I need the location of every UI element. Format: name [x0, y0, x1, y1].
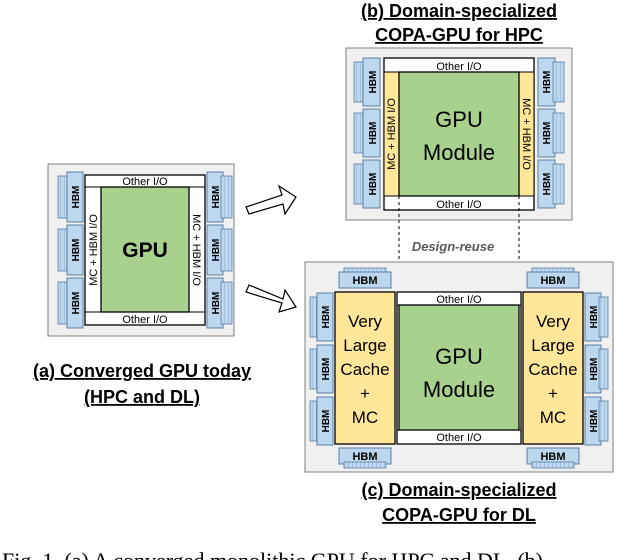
hbm-stack-c-r3: HBM	[584, 396, 609, 446]
gpu-module-label-c-l2: Module	[423, 377, 495, 402]
svg-text:HBM: HBM	[211, 239, 222, 262]
cache-left-l4: +	[360, 384, 370, 403]
hbm-stack-a-r1: HBM	[206, 171, 233, 223]
svg-text:HBM: HBM	[352, 451, 377, 463]
cache-die-right	[522, 291, 584, 445]
hbm-stack-b-l2: HBM	[353, 108, 381, 158]
gpu-module-label-b-l2: Module	[423, 140, 495, 165]
svg-text:HBM: HBM	[211, 186, 222, 209]
caption-c-line2: COPA-GPU for DL	[382, 505, 536, 525]
caption-a-line1: (a) Converged GPU today	[33, 361, 251, 381]
hbm-stack-c-l3: HBM	[309, 396, 334, 446]
other-io-top-b: Other I/O	[436, 61, 482, 73]
dl-package: GPU Module Other I/O Other I/O Very Larg…	[304, 261, 614, 473]
hbm-stack-c-top-right: HBM	[526, 267, 580, 289]
gpu-module-label-c-l1: GPU	[435, 344, 483, 369]
cache-left-l1: Very	[348, 312, 383, 331]
cache-right-l5: MC	[540, 408, 566, 427]
gpu-die-a	[100, 186, 190, 313]
svg-text:HBM: HBM	[542, 173, 553, 196]
svg-text:HBM: HBM	[352, 275, 377, 287]
gpu-module-die-b	[398, 71, 520, 197]
caption-b-line1: (b) Domain-specialized	[361, 1, 557, 21]
svg-text:HBM: HBM	[542, 122, 553, 145]
svg-text:HBM: HBM	[211, 292, 222, 315]
hbm-stack-a-l1: HBM	[57, 171, 84, 223]
mc-hbm-io-right-b: MC + HBM I/O	[520, 98, 532, 170]
other-io-bottom-b: Other I/O	[436, 199, 482, 211]
arrow-to-dl	[245, 284, 297, 313]
cache-die-left	[334, 291, 396, 445]
hbm-stack-a-l3: HBM	[57, 277, 84, 329]
svg-text:HBM: HBM	[368, 173, 379, 196]
cache-left-l2: Large	[343, 336, 386, 355]
arrow-to-hpc	[245, 184, 297, 216]
converged-gpu-package: GPU Other I/O Other I/O MC + HBM I/O MC …	[47, 163, 235, 337]
gpu-label: GPU	[122, 239, 168, 262]
svg-text:HBM: HBM	[71, 186, 82, 209]
svg-text:HBM: HBM	[71, 239, 82, 262]
figure-caption-partial: Fig. 1. (a) A converged monolithic GPU f…	[2, 548, 543, 560]
mc-hbm-io-left-a: MC + HBM I/O	[88, 214, 100, 286]
svg-text:HBM: HBM	[589, 306, 600, 329]
hbm-stack-b-r1: HBM	[537, 57, 565, 107]
svg-text:HBM: HBM	[542, 71, 553, 94]
gpu-module-label-b-l1: GPU	[435, 107, 483, 132]
hbm-stack-c-bottom-left: HBM	[338, 447, 392, 469]
cache-left-l3: Cache	[340, 360, 389, 379]
cache-right-l2: Large	[531, 336, 574, 355]
svg-text:HBM: HBM	[321, 306, 332, 329]
hbm-stack-a-r3: HBM	[206, 277, 233, 329]
cache-right-l3: Cache	[528, 360, 577, 379]
hbm-stack-c-r2: HBM	[584, 344, 609, 394]
design-reuse-label: Design-reuse	[412, 239, 494, 254]
svg-text:HBM: HBM	[368, 122, 379, 145]
svg-text:HBM: HBM	[540, 275, 565, 287]
mc-hbm-io-right-a: MC + HBM I/O	[190, 214, 202, 286]
other-io-top-a: Other I/O	[122, 176, 168, 188]
caption-a-line2: (HPC and DL)	[84, 387, 200, 407]
caption-c-line1: (c) Domain-specialized	[361, 480, 556, 500]
hbm-stack-b-l1: HBM	[353, 57, 381, 107]
svg-text:HBM: HBM	[321, 410, 332, 433]
hbm-stack-a-l2: HBM	[57, 224, 84, 276]
hbm-stack-c-l1: HBM	[309, 292, 334, 342]
hbm-stack-c-l2: HBM	[309, 344, 334, 394]
hbm-stack-b-r2: HBM	[537, 108, 565, 158]
hbm-stack-a-r2: HBM	[206, 224, 233, 276]
caption-b-line2: COPA-GPU for HPC	[375, 25, 543, 45]
svg-text:HBM: HBM	[368, 71, 379, 94]
hbm-stack-c-r1: HBM	[584, 292, 609, 342]
other-io-bottom-c: Other I/O	[436, 432, 482, 444]
mc-hbm-io-left-b: MC + HBM I/O	[386, 98, 398, 170]
gpu-module-die-c	[398, 304, 520, 431]
cache-right-l1: Very	[536, 312, 571, 331]
hbm-stack-c-top-left: HBM	[338, 267, 392, 289]
svg-text:HBM: HBM	[589, 358, 600, 381]
cache-right-l4: +	[548, 384, 558, 403]
other-io-top-c: Other I/O	[436, 294, 482, 306]
hbm-stack-b-l3: HBM	[353, 159, 381, 209]
svg-text:HBM: HBM	[589, 410, 600, 433]
svg-text:HBM: HBM	[321, 358, 332, 381]
hbm-stack-c-bottom-right: HBM	[526, 447, 580, 469]
svg-text:HBM: HBM	[540, 451, 565, 463]
hbm-stack-b-r3: HBM	[537, 159, 565, 209]
cache-left-l5: MC	[352, 408, 378, 427]
hpc-package: GPU Module Other I/O Other I/O MC + HBM …	[345, 47, 573, 221]
svg-text:HBM: HBM	[71, 292, 82, 315]
other-io-bottom-a: Other I/O	[122, 314, 168, 326]
